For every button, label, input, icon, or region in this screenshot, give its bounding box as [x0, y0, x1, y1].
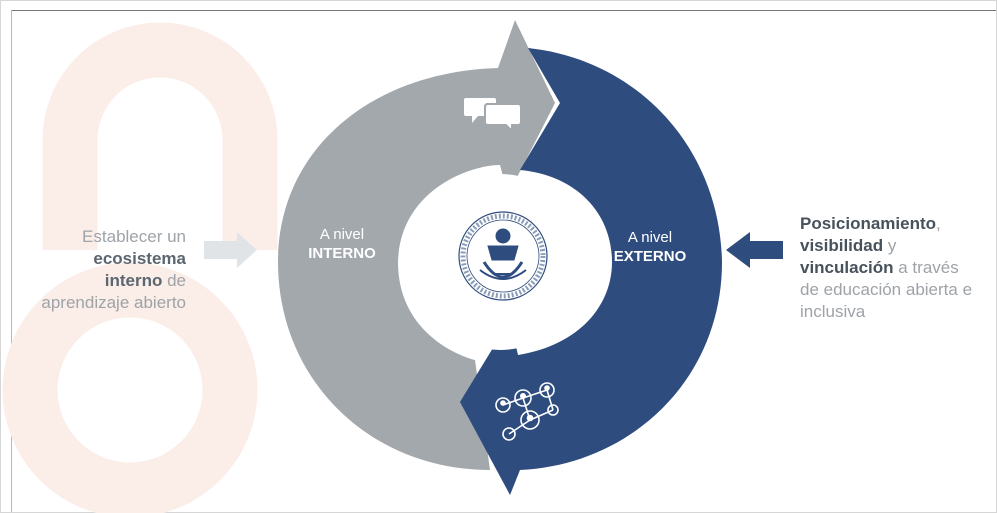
- network-people-icon: [495, 382, 559, 441]
- right-line-5: inclusiva: [800, 302, 866, 321]
- left-line-1: Establecer un: [82, 227, 186, 246]
- internal-cycle-arrow: [278, 20, 555, 470]
- chat-bubbles-icon: [464, 98, 522, 134]
- right-line-4: de educación abierta e: [800, 280, 973, 299]
- right-input-arrow: [726, 232, 783, 268]
- top-border: [11, 10, 996, 11]
- internal-level-label: A nivel INTERNO: [292, 225, 392, 263]
- left-input-arrow: [204, 232, 257, 268]
- external-label-line2: EXTERNO: [613, 248, 687, 265]
- external-cycle-arrow: [460, 48, 722, 495]
- left-bold-interno: interno: [104, 271, 163, 290]
- right-line-2-rest: y: [883, 236, 897, 255]
- internal-label-line2: INTERNO: [308, 245, 376, 262]
- open-access-watermark-icon: [2, 22, 278, 513]
- left-bold-ecosistema: ecosistema: [93, 249, 186, 268]
- university-seal-icon: [458, 211, 548, 301]
- external-level-label: A nivel EXTERNO: [600, 228, 700, 266]
- external-label-line1: A nivel: [627, 229, 673, 246]
- right-comma: ,: [936, 214, 941, 233]
- left-border: [11, 10, 12, 512]
- right-bold-visibilidad: visibilidad: [800, 236, 884, 255]
- left-line-4: aprendizaje abierto: [41, 293, 186, 312]
- internal-goal-text: Establecer un ecosistema interno de apre…: [34, 226, 186, 314]
- internal-label-line1: A nivel: [319, 226, 365, 243]
- left-line-3-rest: de: [162, 271, 186, 290]
- right-line-3-rest: a través: [893, 258, 959, 277]
- right-bold-vinculacion: vinculación: [800, 258, 894, 277]
- external-goal-text: Posicionamiento, visibilidad y vinculaci…: [800, 213, 990, 323]
- center-disc: [412, 174, 588, 350]
- right-bold-posicionamiento: Posicionamiento: [800, 214, 937, 233]
